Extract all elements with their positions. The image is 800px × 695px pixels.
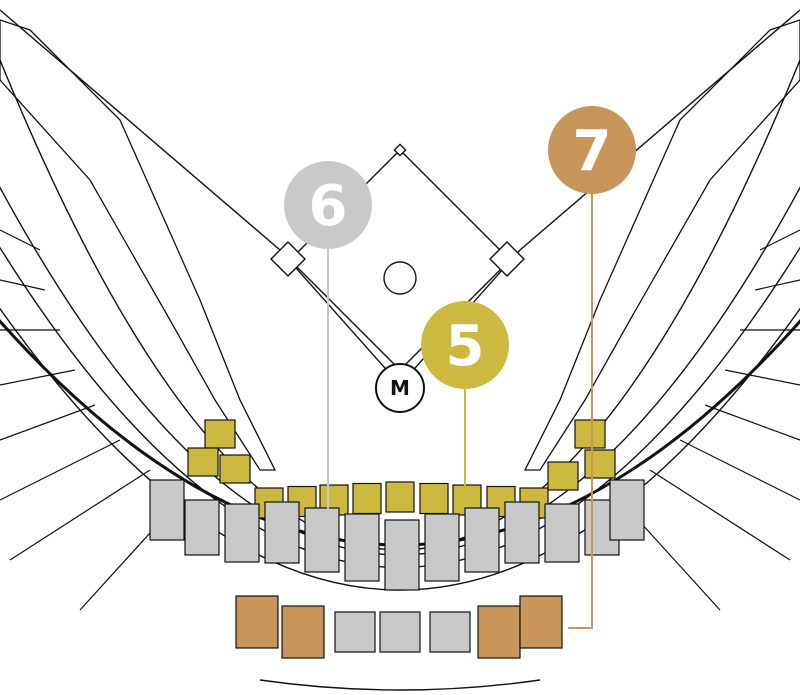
zone-5-section[interactable] (547, 461, 579, 491)
zone-6-section[interactable] (424, 513, 460, 582)
zone-7-section[interactable] (281, 605, 325, 659)
zone-5-section[interactable] (187, 447, 219, 477)
map-pin-icon (548, 106, 636, 194)
first-base (489, 241, 525, 277)
zone-6-section[interactable] (464, 507, 500, 573)
marker-7-label: 7 (573, 119, 612, 184)
zone-5-section[interactable] (574, 419, 606, 449)
home-plate-label: M (390, 376, 410, 400)
home-plate: M (375, 363, 425, 413)
zone-6-section[interactable] (304, 507, 340, 573)
zone-5-sections[interactable] (187, 419, 616, 519)
zone-6-section[interactable] (224, 503, 260, 563)
zone-6-section[interactable] (334, 611, 376, 653)
marker-5-label: 5 (446, 314, 485, 379)
zone-7-section[interactable] (519, 595, 563, 649)
zone-6-section[interactable] (429, 611, 471, 653)
wing-stands (0, 19, 800, 471)
zone-7-section[interactable] (477, 605, 521, 659)
zone-5-section[interactable] (352, 482, 382, 515)
marker-6[interactable]: 6 (284, 161, 372, 249)
aisle-lines (0, 229, 800, 611)
marker-7-leader (568, 150, 593, 629)
zone-6-section[interactable] (149, 479, 185, 541)
marker-5[interactable]: 5 (421, 301, 509, 389)
field (0, 9, 800, 387)
map-pin-icon (284, 161, 372, 249)
zone-6-section[interactable] (504, 501, 540, 564)
zone-6-section[interactable] (544, 503, 580, 563)
zone-7-sections[interactable] (235, 595, 563, 659)
zone-6-section[interactable] (344, 513, 380, 582)
zone-5-section[interactable] (385, 481, 415, 513)
marker-6-label: 6 (309, 174, 348, 239)
zone-5-section[interactable] (219, 454, 251, 484)
third-base (270, 241, 306, 277)
zone-7-section[interactable] (235, 595, 279, 649)
right-wing-outline (523, 19, 800, 471)
zone-6-section[interactable] (609, 479, 645, 541)
zone-6-section[interactable] (379, 611, 421, 653)
left-wing-outline (0, 19, 277, 471)
home-plate-icon (375, 363, 425, 413)
zone-6-section[interactable] (384, 519, 420, 591)
zone-5-section[interactable] (419, 482, 449, 515)
zone-6-section[interactable] (264, 501, 300, 564)
marker-7[interactable]: 7 (548, 106, 636, 194)
outer-frame (259, 679, 541, 691)
zone-6-sections[interactable] (149, 479, 645, 653)
zone-6-section[interactable] (184, 499, 220, 556)
second-base (393, 143, 407, 157)
map-pin-icon (421, 301, 509, 389)
zone-5-section[interactable] (204, 419, 236, 449)
pitchers-mound (383, 261, 417, 295)
zone-5-section[interactable] (584, 449, 616, 479)
